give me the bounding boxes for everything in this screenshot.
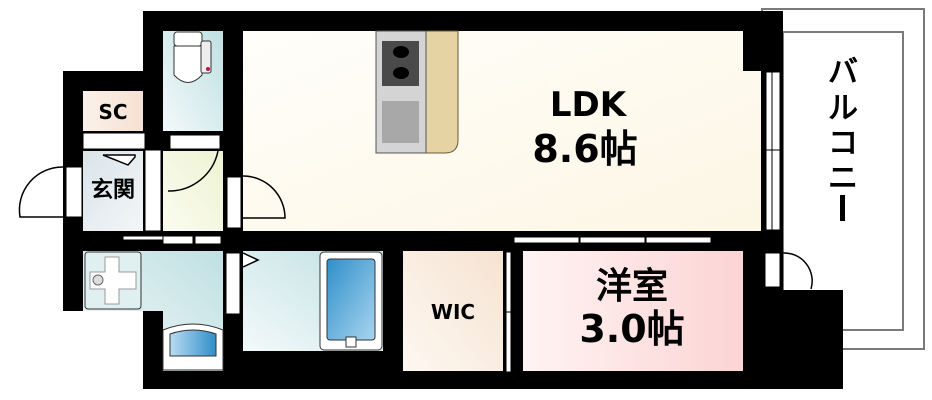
toilet-icon: [173, 31, 212, 83]
room-western: [523, 251, 743, 371]
sink-icon: [382, 101, 419, 143]
svg-text:ル: ル: [828, 91, 858, 126]
sc-door[interactable]: [82, 132, 146, 150]
room-ldk: [243, 31, 761, 231]
balcony-label: バ ル コ ニ: [828, 55, 858, 221]
room-sc: [83, 91, 143, 131]
door-swing-ldk: [242, 175, 286, 219]
bath-door[interactable]: [225, 252, 241, 315]
svg-text:コ: コ: [828, 126, 858, 161]
svg-text:バ: バ: [828, 55, 858, 90]
wash-basin-icon: [162, 323, 224, 371]
ldk-label: LDK: [550, 85, 628, 125]
door-swing-hall: [167, 150, 219, 192]
door-swing-entrance: [18, 166, 64, 218]
kitchen-counter: [375, 30, 459, 154]
bathtub-icon: [319, 251, 383, 351]
ldk-door[interactable]: [226, 176, 242, 229]
room-wic: [403, 251, 503, 371]
sc-label: SC: [98, 100, 127, 124]
washer-pan-icon: [84, 251, 142, 310]
entrance-label: 玄関: [91, 177, 135, 203]
western-size: 3.0帖: [579, 307, 684, 351]
ldk-size: 8.6帖: [532, 127, 637, 171]
svg-text:ニ: ニ: [828, 161, 858, 196]
western-label: 洋室: [596, 266, 668, 307]
room-entrance: [83, 151, 143, 231]
wic-label: WIC: [431, 300, 475, 324]
